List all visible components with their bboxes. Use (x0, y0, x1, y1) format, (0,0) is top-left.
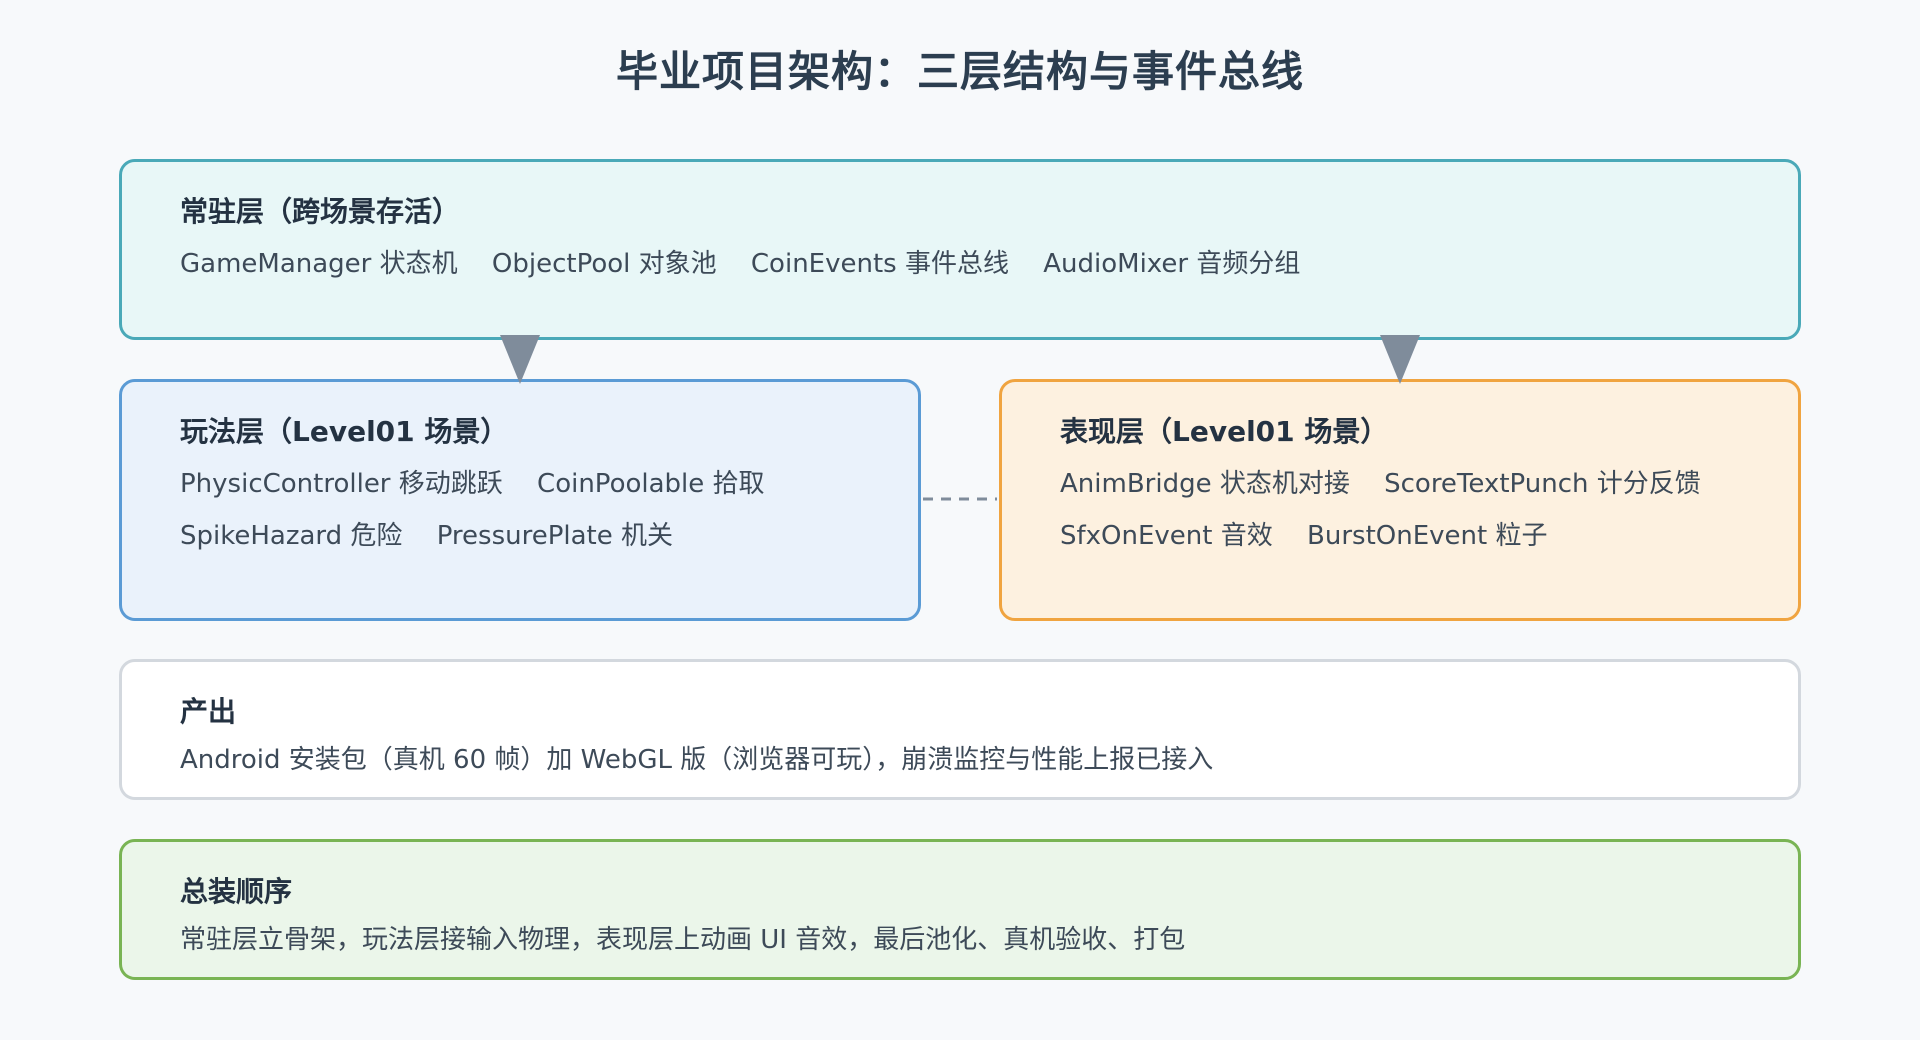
item-pressureplate: PressurePlate 机关 (436, 521, 674, 551)
item-coinevents: CoinEvents 事件总线 (750, 249, 1009, 279)
item-gamemanager: GameManager 状态机 (180, 249, 458, 279)
assembly-order-text: 常驻层立骨架，玩法层接输入物理，表现层上动画 UI 音效，最后池化、真机验收、打… (180, 925, 1186, 955)
persistent-layer-items: GameManager 状态机 ObjectPool 对象池 CoinEvent… (180, 246, 1798, 282)
item-physiccontroller: PhysicController 移动跳跃 (180, 469, 503, 499)
arrow-persistent-to-presentation (1380, 335, 1420, 384)
persistent-layer-title: 常驻层（跨场景存活） (180, 195, 461, 228)
assembly-order-title: 总装顺序 (180, 875, 293, 908)
item-burstonevent: BurstOnEvent 粒子 (1307, 521, 1548, 551)
item-coinpoolable: CoinPoolable 拾取 (537, 469, 765, 499)
arrow-persistent-to-gameplay (500, 335, 540, 384)
gameplay-layer-box: 玩法层（Level01 场景） PhysicController 移动跳跃 Co… (119, 379, 921, 621)
output-text: Android 安装包（真机 60 帧）加 WebGL 版（浏览器可玩），崩溃监… (180, 745, 1214, 775)
item-sfxonevent: SfxOnEvent 音效 (1060, 521, 1273, 551)
output-title: 产出 (180, 695, 237, 728)
gameplay-layer-row-2: SpikeHazard 危险 PressurePlate 机关 (180, 518, 918, 554)
item-scoretextpunch: ScoreTextPunch 计分反馈 (1384, 469, 1701, 499)
item-animbridge: AnimBridge 状态机对接 (1060, 469, 1350, 499)
item-audiomixer: AudioMixer 音频分组 (1043, 249, 1301, 279)
output-box: 产出 Android 安装包（真机 60 帧）加 WebGL 版（浏览器可玩），… (119, 659, 1801, 800)
gameplay-layer-row-1: PhysicController 移动跳跃 CoinPoolable 拾取 (180, 466, 918, 502)
presentation-layer-row-1: AnimBridge 状态机对接 ScoreTextPunch 计分反馈 (1060, 466, 1798, 502)
item-objectpool: ObjectPool 对象池 (491, 249, 717, 279)
item-spikehazard: SpikeHazard 危险 (180, 521, 403, 551)
persistent-layer-box: 常驻层（跨场景存活） GameManager 状态机 ObjectPool 对象… (119, 159, 1801, 340)
presentation-layer-row-2: SfxOnEvent 音效 BurstOnEvent 粒子 (1060, 518, 1798, 554)
presentation-layer-title: 表现层（Level01 场景） (1060, 415, 1389, 448)
diagram-title: 毕业项目架构：三层结构与事件总线 (615, 47, 1304, 96)
presentation-layer-box: 表现层（Level01 场景） AnimBridge 状态机对接 ScoreTe… (999, 379, 1801, 621)
assembly-order-box: 总装顺序 常驻层立骨架，玩法层接输入物理，表现层上动画 UI 音效，最后池化、真… (119, 839, 1801, 980)
gameplay-layer-title: 玩法层（Level01 场景） (180, 415, 509, 448)
